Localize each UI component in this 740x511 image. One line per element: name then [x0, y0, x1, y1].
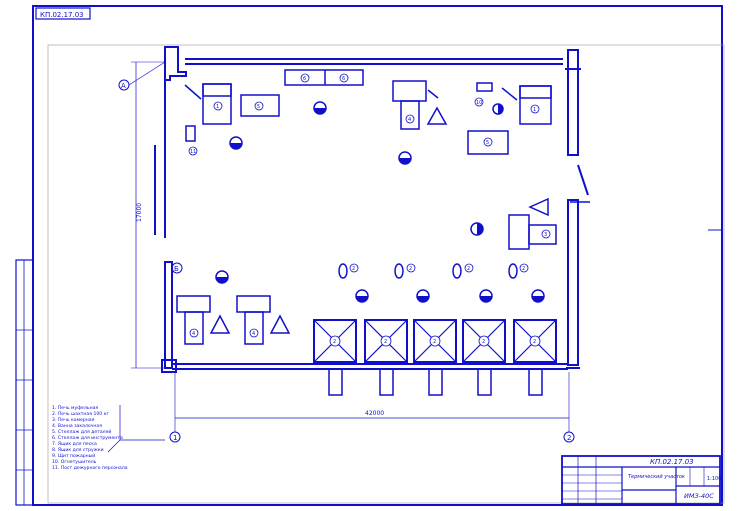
svg-text:10: 10	[476, 100, 482, 106]
legend-item: 4. Ванна закалочная	[52, 423, 102, 429]
furnace-upper-right: 10 1	[474, 82, 552, 125]
axis-bubble-2: 2	[563, 372, 575, 443]
svg-text:2: 2	[533, 339, 536, 345]
furnace-lower-left-2: 4	[236, 295, 291, 345]
svg-text:17000: 17000	[136, 203, 143, 222]
legend-item: 9. Щит пожарный	[52, 452, 95, 459]
rack-right: 5	[467, 130, 509, 155]
quench-tanks-row: 2 2 2 2	[338, 263, 529, 279]
furnace-upper-left: 1 5	[184, 83, 280, 125]
svg-text:2: 2	[433, 339, 436, 345]
shaft-furnace-3: 2	[413, 319, 457, 396]
building-walls	[154, 46, 590, 373]
furnace-lower-left-1: 4	[176, 295, 231, 345]
svg-text:2: 2	[409, 266, 412, 272]
title-block: КП.02.17.03 Термический участок 1:100 ИМ…	[561, 455, 721, 505]
svg-text:2: 2	[352, 266, 355, 272]
drawing-scale: 1:100	[707, 476, 721, 482]
svg-text:4: 4	[252, 331, 255, 337]
wall-equipment-top: 6 6	[284, 69, 364, 86]
legend-item: 7. Ящик для песка	[52, 441, 97, 447]
legend-item: 6. Стеллаж для инструмента	[52, 435, 123, 441]
furnace-upper-middle: 4	[392, 80, 448, 130]
furnace-right-middle: 3	[508, 197, 557, 250]
svg-text:1: 1	[173, 434, 177, 442]
horizontal-dimension: 42000	[175, 410, 569, 419]
legend-item: 10. Огнетушитель	[52, 459, 97, 465]
svg-text:5: 5	[486, 140, 489, 146]
svg-text:Б: Б	[174, 265, 179, 273]
svg-text:1: 1	[533, 107, 536, 113]
axis-bubble-1: 1	[169, 372, 181, 443]
svg-text:2: 2	[384, 339, 387, 345]
svg-text:А: А	[121, 82, 126, 90]
left-edge-stamp	[15, 259, 34, 506]
svg-text:6: 6	[342, 76, 345, 82]
vertical-dimension: 17000	[131, 61, 165, 369]
shaft-furnace-1: 2	[313, 319, 357, 396]
operator-positions	[215, 101, 545, 303]
svg-text:1: 1	[216, 104, 219, 110]
outer-frame	[32, 5, 723, 506]
axis-bubble-A: А	[118, 61, 166, 91]
svg-text:6: 6	[303, 76, 306, 82]
axis-bubble-B: Б	[171, 262, 183, 274]
shaft-furnace-5: 2	[513, 319, 557, 396]
svg-text:4: 4	[408, 117, 411, 123]
legend-item: 5. Стеллаж для деталей	[52, 428, 111, 435]
svg-text:2: 2	[522, 266, 525, 272]
svg-text:5: 5	[257, 104, 260, 110]
drawing-doc-code: ИМЗ-40С	[684, 492, 714, 500]
svg-text:2: 2	[333, 339, 336, 345]
shaft-furnace-4: 2	[462, 319, 506, 396]
top-left-stamp: КП.02.17.03	[35, 7, 91, 20]
inner-frame	[47, 44, 725, 504]
svg-text:2: 2	[482, 339, 485, 345]
legend-item: 2. Печь шахтная 100 кг	[52, 411, 109, 417]
legend-item: 11. Пост дежурного персонала	[52, 465, 128, 471]
coordinate-axes-symbol	[107, 405, 165, 453]
top-stamp-text: КП.02.17.03	[40, 11, 84, 19]
svg-text:42000: 42000	[365, 410, 384, 417]
legend-item: 3. Печь камерная	[52, 417, 95, 423]
drawing-title: Термический участок	[628, 474, 685, 480]
svg-text:2: 2	[467, 266, 470, 272]
shaft-furnace-2: 2	[364, 319, 408, 396]
svg-text:11: 11	[190, 149, 196, 155]
equipment-legend: 1. Печь муфельная 2. Печь шахтная 100 кг…	[52, 405, 128, 471]
legend-item: 8. Ящик для стружки	[52, 447, 104, 453]
legend-item: 1. Печь муфельная	[52, 405, 98, 411]
small-items-left: 11	[185, 125, 198, 156]
svg-text:2: 2	[567, 434, 571, 442]
svg-text:4: 4	[192, 331, 195, 337]
title-block-code: КП.02.17.03	[650, 458, 694, 466]
svg-text:3: 3	[544, 232, 547, 238]
